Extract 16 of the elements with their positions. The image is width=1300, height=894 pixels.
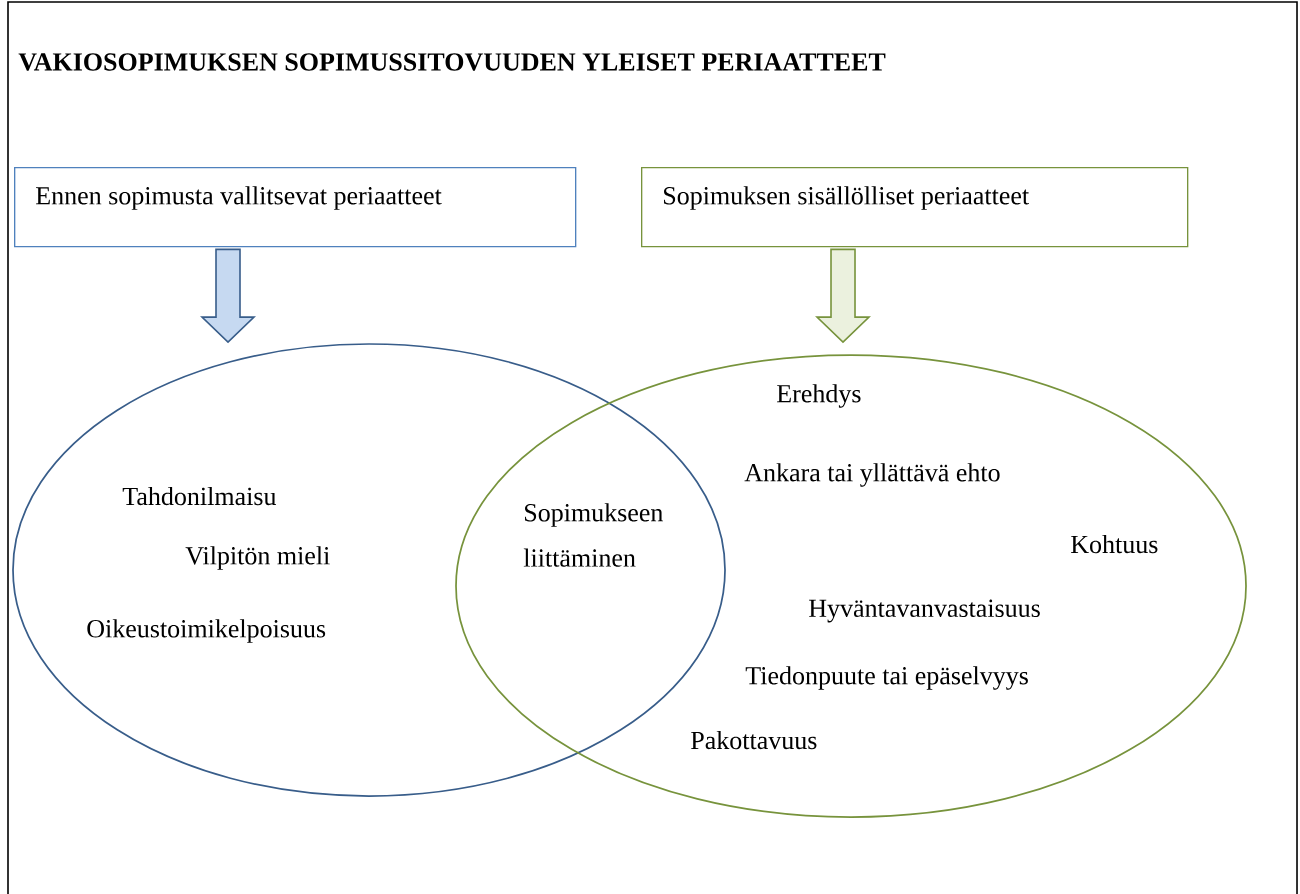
principle-text: Tiedonpuute tai epäselvyys	[745, 666, 1028, 690]
principle-text: Pakottavuus	[691, 730, 817, 750]
principle-text: Ankara tai yllättävä ehto	[744, 463, 1000, 487]
principle-text: Hyväntavanvastaisuus	[809, 599, 1040, 623]
principle-text: Erehdys	[777, 384, 861, 408]
principle-text: Vilpitön mieli	[185, 546, 330, 570]
principle-text: Tahdonilmaisu	[122, 486, 276, 506]
principle-text: Kohtuus	[1071, 534, 1158, 554]
overlap-text: Sopimukseen liittäminen	[523, 503, 663, 567]
block-arrow	[200, 248, 256, 344]
block-arrow	[815, 248, 871, 344]
ellipse	[455, 354, 1247, 818]
title: VAKIOSOPIMUKSEN SOPIMUSSITOVUUDEN YLEISET PERIAATTEET	[18, 53, 886, 71]
principle-text: Oikeustoimikelpoisuus	[87, 619, 326, 643]
heading-box: Sopimuksen sisällölliset periaatteet	[641, 167, 1189, 248]
heading-box: Ennen sopimusta vallitsevat periaatteet	[14, 167, 577, 248]
